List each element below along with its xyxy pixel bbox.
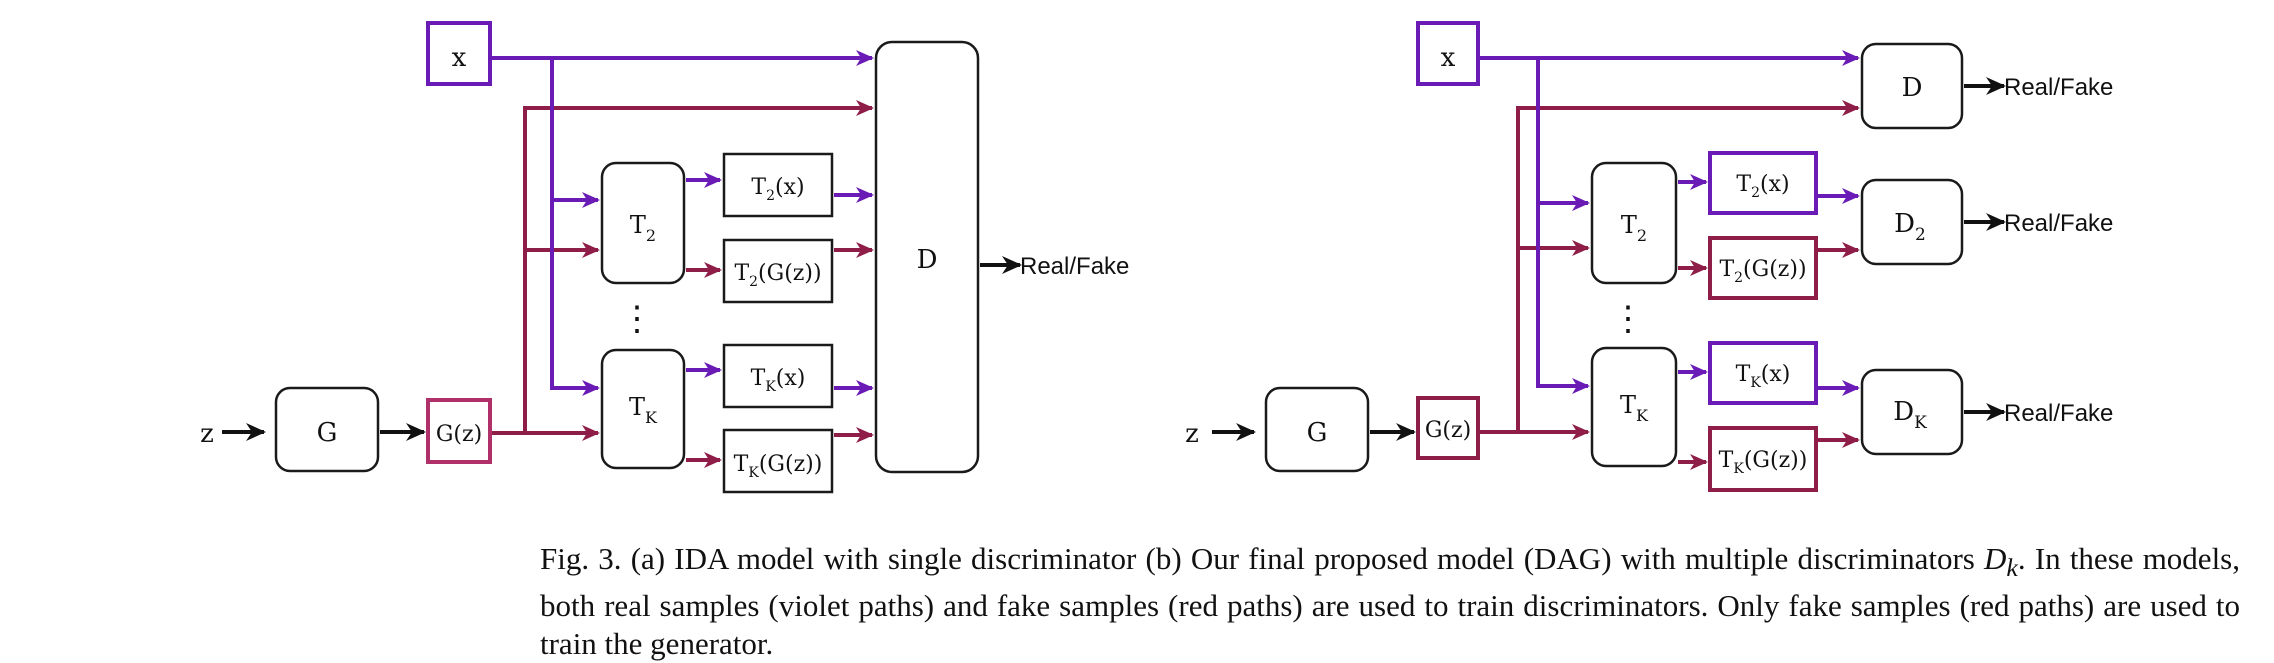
t2x-label-a: T2(x) <box>751 175 804 204</box>
tkg-label-a: TK(G(z)) <box>734 452 823 481</box>
caption-dk-symbol: D <box>1984 541 2007 576</box>
tkx-box-b <box>1708 341 1818 405</box>
gz-box-a <box>426 398 492 464</box>
z-label-a: z <box>200 419 214 449</box>
caption-suffix: . In these models, both real samples (vi… <box>540 541 2240 662</box>
t2g-box-a <box>722 238 834 304</box>
t2x-box-b <box>1708 151 1818 215</box>
tkx-label-a: TK(x) <box>751 366 806 395</box>
x-box-b <box>1416 21 1480 86</box>
g-label-b: G <box>1307 418 1328 448</box>
tkg-box-a <box>722 428 834 494</box>
dots-a: ⋮ <box>620 299 654 339</box>
output-label-bk: Real/Fake <box>2004 400 2113 427</box>
real-paths-a <box>490 50 874 396</box>
fake-paths-a <box>460 100 874 468</box>
gz-box-b <box>1416 396 1480 460</box>
t2-label-b: T2 <box>1621 211 1647 245</box>
t2g-label-b: T2(G(z)) <box>1719 257 1806 286</box>
diagram-b: x z G G(z) T2 ⋮ TK T2(x) T2(G(z)) TK(x) … <box>1185 21 2113 492</box>
d-label-b: D <box>1902 73 1923 103</box>
input-arrows-b <box>1212 77 2006 441</box>
t2g-box-b <box>1708 236 1818 300</box>
dots-b: ⋮ <box>1611 299 1645 339</box>
d2-box-b <box>1860 178 1964 266</box>
diagram-a: x z G G(z) T2 ⋮ TK T2(x) T2(G(z)) TK(x) … <box>200 21 1129 494</box>
t2-box-b <box>1590 161 1678 285</box>
t2g-label-a: T2(G(z)) <box>734 261 821 290</box>
input-arrows-a <box>222 256 1022 441</box>
tk-box-a <box>600 348 686 470</box>
tkg-box-b <box>1708 426 1818 492</box>
g-label-a: G <box>317 418 338 448</box>
tkg-label-b: TK(G(z)) <box>1719 448 1808 477</box>
tk-label-a: TK <box>629 393 658 427</box>
d-box-b <box>1860 42 1964 130</box>
dk-label-b: DK <box>1893 397 1927 433</box>
figure-caption: Fig. 3. (a) IDA model with single discri… <box>540 540 2240 663</box>
tk-label-b: TK <box>1620 391 1649 425</box>
tkx-box-a <box>722 343 834 409</box>
t2-box-a <box>600 161 686 285</box>
g-box-a <box>274 386 380 473</box>
d-box-a <box>874 40 980 474</box>
gz-label-a: G(z) <box>436 422 482 447</box>
output-label-b1: Real/Fake <box>2004 74 2113 101</box>
dk-box-b <box>1860 368 1964 456</box>
x-label-a: x <box>452 43 467 73</box>
output-label-b2: Real/Fake <box>2004 210 2113 237</box>
caption-prefix: Fig. 3. (a) IDA model with single discri… <box>540 541 1985 576</box>
real-paths-b <box>1478 50 1860 396</box>
caption-dk-subscript: k <box>2006 553 2018 583</box>
t2-label-a: T2 <box>630 211 656 245</box>
tk-box-b <box>1590 346 1678 468</box>
z-label-b: z <box>1185 419 1199 449</box>
x-box-a <box>426 21 492 86</box>
x-label-b: x <box>1441 43 1456 73</box>
d-label-a: D <box>917 245 938 275</box>
d2-label-b: D2 <box>1894 209 1926 245</box>
tkx-label-b: TK(x) <box>1736 362 1791 391</box>
t2x-box-a <box>722 152 834 218</box>
fake-paths-b <box>1478 100 1860 470</box>
t2x-label-b: T2(x) <box>1736 172 1789 201</box>
gz-label-b: G(z) <box>1425 418 1471 443</box>
g-box-b <box>1264 386 1370 473</box>
output-label-a: Real/Fake <box>1020 253 1129 280</box>
diagram-canvas: x z G G(z) T2 ⋮ TK T2(x) T2(G(z)) TK(x) … <box>200 21 2113 494</box>
